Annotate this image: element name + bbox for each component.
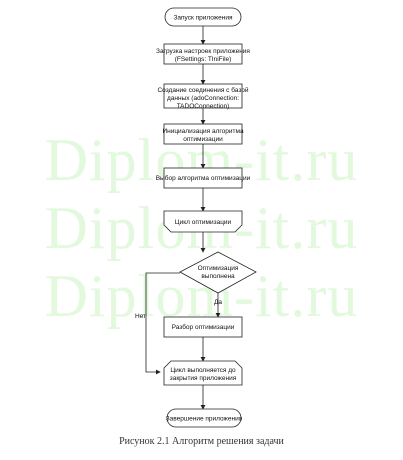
node-decision [179, 251, 257, 294]
node-label-line: Оптимизация [198, 265, 239, 272]
label-start: Запуск приложения [173, 15, 232, 22]
node-label-line: данных (adoConnection: [167, 95, 239, 102]
node-select-algorithm [163, 167, 243, 189]
node-analysis [163, 316, 243, 338]
edge-decision-no [145, 272, 180, 375]
node-load-settings [163, 43, 243, 65]
node-label-line: Разбор оптимизации [172, 323, 235, 331]
node-db-connect [163, 83, 243, 109]
node-label-line: Запуск приложения [173, 15, 232, 22]
node-label-line: Выбор алгоритма оптимизации [156, 174, 251, 182]
node-loop-start [163, 210, 243, 233]
node-label-line: Создание соединения с базой [157, 86, 248, 94]
label-analysis: Разбор оптимизации [172, 323, 235, 331]
node-label-line: Инициализация алгоритма [162, 128, 244, 135]
node-label-line: Цикл оптимизации [175, 219, 232, 226]
node-label-line: Загрузка настроек приложения [156, 48, 250, 55]
node-loop-end [163, 360, 243, 386]
figure-caption: Рисунок 2.1 Алгоритм решения задачи [119, 436, 284, 447]
label-select-algorithm: Выбор алгоритма оптимизации [156, 174, 251, 182]
node-end [166, 408, 242, 428]
edge-label-no: Нет [135, 313, 146, 320]
label-loop-start: Цикл оптимизации [175, 219, 232, 226]
node-label-line: Завершение приложения [166, 416, 243, 423]
node-label-line: (FSettings: TIniFile) [175, 56, 232, 63]
label-load-settings: Загрузка настроек приложения(FSettings: … [156, 48, 250, 63]
label-end: Завершение приложения [166, 416, 243, 423]
edge-label-yes: Да [214, 299, 222, 306]
node-label-line: TADOConnection) [177, 103, 230, 110]
node-label-line: Цикл выполняется до [170, 367, 236, 374]
node-label-line: оптимизации [183, 136, 223, 143]
node-start [164, 7, 242, 27]
node-label-line: выполнена [201, 273, 235, 280]
node-init-algorithm [163, 123, 243, 145]
node-label-line: закрытия приложения [170, 375, 237, 382]
